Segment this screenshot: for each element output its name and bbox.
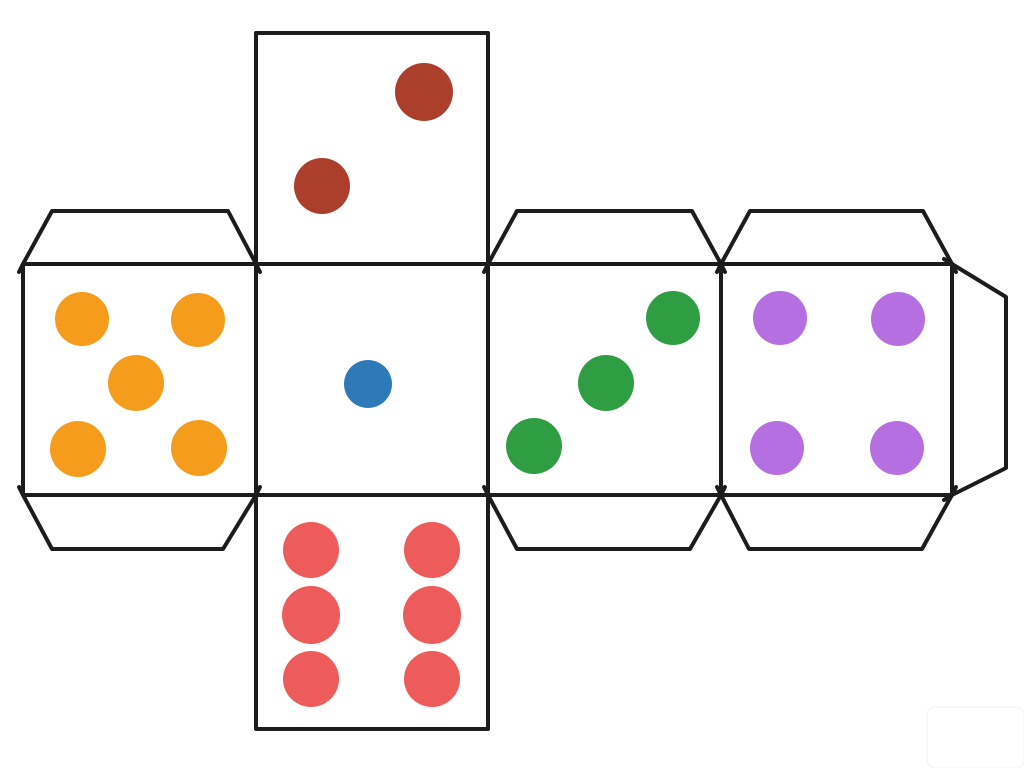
face-three-right-pip-3 — [506, 418, 562, 474]
face-five-left-pip-2 — [171, 293, 225, 347]
face-two-top-outline — [254, 31, 490, 266]
face-four-far-right-pip-2 — [871, 292, 925, 346]
glue-tab-right-edge — [942, 257, 1008, 502]
face-four-far-right-pip-4 — [870, 421, 924, 475]
face-two-top-pip-2 — [294, 158, 350, 214]
face-four-far-right-pip-3 — [750, 421, 804, 475]
face-six-bottom-pip-6 — [404, 651, 460, 707]
face-five-left-pip-3 — [108, 355, 164, 411]
face-six-bottom-pip-4 — [403, 586, 461, 644]
face-six-bottom-pip-3 — [282, 586, 340, 644]
face-six-bottom-pip-2 — [404, 522, 460, 578]
face-three-right-pip-2 — [578, 355, 634, 411]
face-six-bottom-pip-1 — [283, 522, 339, 578]
corner-cover-patch — [926, 706, 1024, 768]
glue-flap-bottom-of-five-face — [17, 485, 262, 551]
face-five-left-pip-1 — [55, 292, 109, 346]
face-five-left-pip-5 — [171, 420, 227, 476]
face-two-top-pip-1 — [395, 63, 453, 121]
face-four-far-right-pip-1 — [753, 291, 807, 345]
face-six-bottom-pip-5 — [283, 651, 339, 707]
face-three-right-pip-1 — [646, 291, 700, 345]
glue-flap-top-of-five-face — [17, 209, 262, 274]
face-one-center-pip-1 — [344, 360, 392, 408]
face-five-left-pip-4 — [50, 421, 106, 477]
